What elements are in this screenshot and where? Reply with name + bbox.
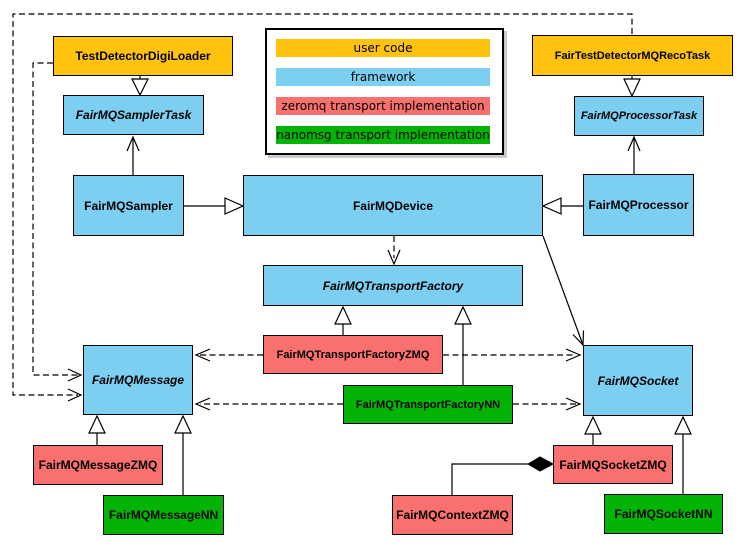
node-fairmq-socket: FairMQSocket xyxy=(583,345,693,416)
edge-socketzmq-socket xyxy=(584,415,602,445)
node-label: FairMQSocket xyxy=(597,373,679,388)
edge-messagezmq-message xyxy=(88,414,106,445)
node-fairmq-device: FairMQDevice xyxy=(243,175,543,236)
node-label: FairMQSocketNN xyxy=(614,507,713,521)
node-fairmq-sampler-task: FairMQSamplerTask xyxy=(63,95,204,135)
node-fairmq-context-zmq: FairMQContextZMQ xyxy=(392,495,513,535)
edge-factoryzmq-transportfactory xyxy=(334,305,352,335)
legend-item-user-code: user code xyxy=(276,39,490,57)
node-fairmq-message: FairMQMessage xyxy=(83,345,193,415)
edge-factoryzmq-socket xyxy=(443,348,582,362)
node-fair-test-detector-mq-reco-task: FairTestDetectorMQRecoTask xyxy=(532,35,733,76)
edge-factorynn-socket xyxy=(513,397,582,411)
node-fairmq-transport-factory-nn: FairMQTransportFactoryNN xyxy=(343,385,513,424)
node-label: FairTestDetectorMQRecoTask xyxy=(554,49,711,62)
node-fairmq-message-nn: FairMQMessageNN xyxy=(103,495,224,535)
node-fairmq-processor-task: FairMQProcessorTask xyxy=(574,96,704,136)
edge-device-socket xyxy=(542,235,585,347)
node-label: FairMQMessageNN xyxy=(108,508,219,522)
edge-device-transportfactory xyxy=(387,236,401,266)
node-fairmq-transport-factory: FairMQTransportFactory xyxy=(263,265,523,306)
node-fairmq-sampler: FairMQSampler xyxy=(73,175,184,236)
node-fairmq-processor: FairMQProcessor xyxy=(583,174,694,236)
node-label: FairMQTransportFactory xyxy=(322,278,464,293)
node-fairmq-socket-nn: FairMQSocketNN xyxy=(604,494,723,534)
edge-factoryzmq-message xyxy=(194,348,263,362)
edge-processor-device xyxy=(541,197,583,215)
node-fairmq-message-zmq: FairMQMessageZMQ xyxy=(33,445,163,485)
node-label: FairMQProcessor xyxy=(588,198,689,212)
edge-socketnn-socket xyxy=(674,415,692,494)
legend-item-framework: framework xyxy=(276,68,490,86)
node-fairmq-socket-zmq: FairMQSocketZMQ xyxy=(553,445,673,484)
node-label: FairMQSamplerTask xyxy=(75,108,192,122)
edge-recotask-processortask xyxy=(623,76,641,98)
node-label: FairMQDevice xyxy=(352,198,434,213)
node-label: FairMQTransportFactoryNN xyxy=(355,398,501,411)
node-label: FairMQSocketZMQ xyxy=(559,457,667,472)
node-label: FairMQTransportFactoryZMQ xyxy=(276,348,430,361)
node-label: FairMQSampler xyxy=(84,198,173,213)
legend-item-zeromq: zeromq transport implementation xyxy=(276,97,490,115)
edge-contextzmq-socketzmq xyxy=(451,456,555,495)
node-label: TestDetectorDigiLoader xyxy=(75,49,211,63)
edge-sampler-device xyxy=(184,197,245,215)
edge-sampler-samplertask xyxy=(126,135,140,175)
node-fairmq-transport-factory-zmq: FairMQTransportFactoryZMQ xyxy=(263,335,443,374)
node-test-detector-digi-loader: TestDetectorDigiLoader xyxy=(53,36,233,76)
edge-factorynn-transportfactory xyxy=(454,305,472,385)
node-label: FairMQMessage xyxy=(91,373,185,387)
node-label: FairMQMessageZMQ xyxy=(38,458,158,472)
edge-processor-processortask xyxy=(627,135,641,174)
legend: user code framework zeromq transport imp… xyxy=(265,28,504,155)
node-label: FairMQContextZMQ xyxy=(396,508,509,522)
node-label: FairMQProcessorTask xyxy=(580,110,698,122)
legend-item-nanomsg: nanomsg transport implementation xyxy=(276,126,490,144)
edge-messagenn-message xyxy=(174,414,192,495)
edge-digiloader-samplertask xyxy=(131,76,149,97)
edge-factorynn-message xyxy=(194,397,343,411)
